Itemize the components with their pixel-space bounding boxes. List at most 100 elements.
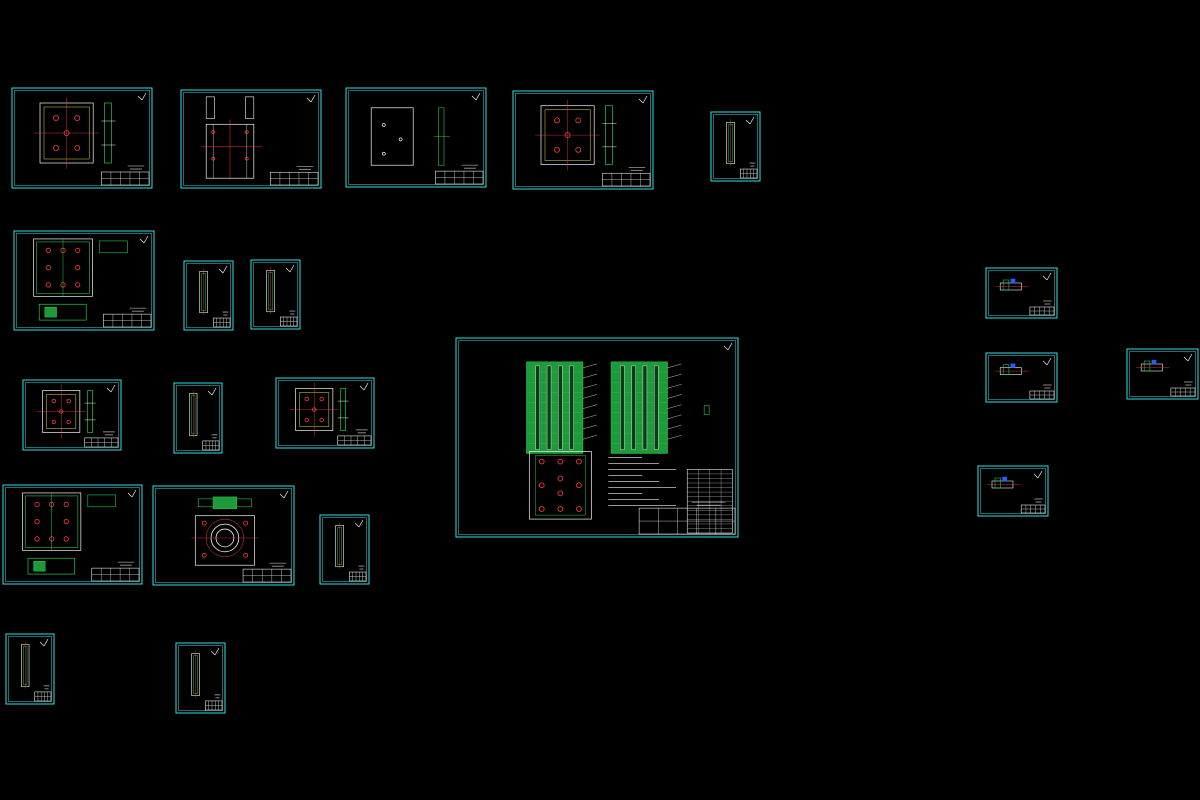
bolt-hole (319, 417, 324, 423)
bolt-hole (74, 115, 81, 121)
sheet-side-rails[interactable] (180, 89, 322, 189)
sheet-inner-border (322, 517, 367, 582)
sheet-border (180, 89, 322, 189)
roughness-mark (137, 92, 147, 101)
sheet-stripper-plate[interactable] (512, 90, 654, 190)
sheet-border (2, 484, 143, 585)
section-view-right (610, 361, 682, 454)
sheet-border (977, 465, 1049, 517)
roughness-mark (723, 342, 733, 351)
sheet-part-d[interactable] (977, 465, 1049, 517)
sheet-top-plate-1[interactable] (11, 87, 153, 189)
sheet-geometry (370, 107, 450, 166)
sheet-geometry (987, 476, 1020, 489)
sheet-geometry (191, 496, 259, 566)
sheet-bushing[interactable] (173, 382, 223, 454)
bolt-hole (66, 398, 71, 404)
sheet-guide-pin-b[interactable] (250, 259, 301, 330)
sheet-border (710, 111, 761, 182)
sheet-geometry (36, 384, 96, 439)
roughness-mark (207, 387, 217, 396)
sheet-inner-border (155, 488, 292, 583)
sheet-inner-border (458, 340, 736, 535)
sheet-border (183, 260, 234, 331)
title-block (638, 501, 736, 535)
sheet-guide-pin-a[interactable] (183, 260, 234, 331)
title-block (280, 310, 298, 327)
sheet-border (175, 642, 226, 714)
parts-list-table (686, 469, 733, 534)
sheet-inner-border (253, 262, 298, 327)
sheet-border (13, 230, 155, 331)
sheet-geometry (33, 238, 128, 321)
sheet-geometry (199, 268, 208, 315)
sheet-assembly[interactable] (455, 337, 739, 538)
sheet-inner-border (1129, 351, 1196, 397)
sheet-part-b[interactable] (985, 352, 1058, 403)
sheet-inner-border (176, 385, 220, 451)
sheet-cavity-plate[interactable] (13, 230, 155, 331)
sheet-geometry (1136, 359, 1170, 372)
roughness-mark (745, 116, 755, 125)
sheet-border (1126, 348, 1199, 400)
sheet-backing-plate[interactable] (345, 87, 487, 188)
title-block (202, 434, 220, 451)
bolt-hole (304, 396, 309, 402)
roughness-mark (39, 638, 49, 647)
plan-view (528, 451, 592, 520)
bolt-hole (319, 396, 324, 402)
sheet-border (152, 485, 295, 586)
bolt-hole (575, 117, 582, 124)
sheet-inner-border (278, 380, 372, 446)
roughness-mark (139, 235, 149, 244)
sheet-geometry (535, 99, 617, 171)
roughness-mark (285, 264, 295, 273)
sheet-pin-small[interactable] (710, 111, 761, 182)
sheet-geometry (995, 363, 1029, 375)
sheet-insert-a[interactable] (22, 379, 122, 451)
sheet-inner-border (14, 90, 150, 186)
roughness-mark (359, 382, 369, 391)
sheet-inner-border (186, 263, 231, 328)
sheet-core-plate[interactable] (2, 484, 143, 585)
sheet-border (5, 633, 55, 705)
sheet-inner-border (16, 233, 152, 328)
title-block (213, 311, 231, 328)
sheet-geometry (22, 492, 116, 575)
title-block (337, 429, 372, 446)
title-block (205, 694, 223, 711)
sheet-border (345, 87, 487, 188)
bolt-hole (66, 419, 71, 425)
sheet-border (985, 267, 1058, 319)
roughness-mark (127, 489, 137, 498)
sheet-inner-border (5, 487, 140, 582)
title-block (84, 431, 119, 448)
bolt-hole (53, 145, 59, 151)
sheet-geometry (995, 278, 1029, 291)
sheet-geometry (21, 641, 30, 689)
sheet-part-c[interactable] (1126, 348, 1199, 400)
roughness-mark (1033, 470, 1043, 479)
bolt-hole (51, 419, 56, 425)
sheet-ejector-b[interactable] (175, 642, 226, 714)
title-block (349, 565, 367, 582)
sheet-inner-border (988, 270, 1055, 316)
sheet-part-a[interactable] (985, 267, 1058, 319)
title-block (101, 165, 150, 186)
sheet-geometry (201, 96, 263, 181)
sheet-insert-b[interactable] (275, 377, 375, 449)
sheet-border (319, 514, 370, 585)
sheet-clamp-plate[interactable] (152, 485, 295, 586)
bolt-hole (51, 398, 56, 404)
sheet-inner-border (25, 382, 119, 448)
sheet-sprue[interactable] (319, 514, 370, 585)
sheet-inner-border (183, 92, 319, 186)
title-block (602, 166, 651, 187)
title-block (103, 307, 152, 328)
sheet-border (11, 87, 153, 189)
sheet-inner-border (8, 636, 52, 702)
sheet-ejector-a[interactable] (5, 633, 55, 705)
roughness-mark (471, 92, 481, 101)
title-block (242, 562, 292, 583)
